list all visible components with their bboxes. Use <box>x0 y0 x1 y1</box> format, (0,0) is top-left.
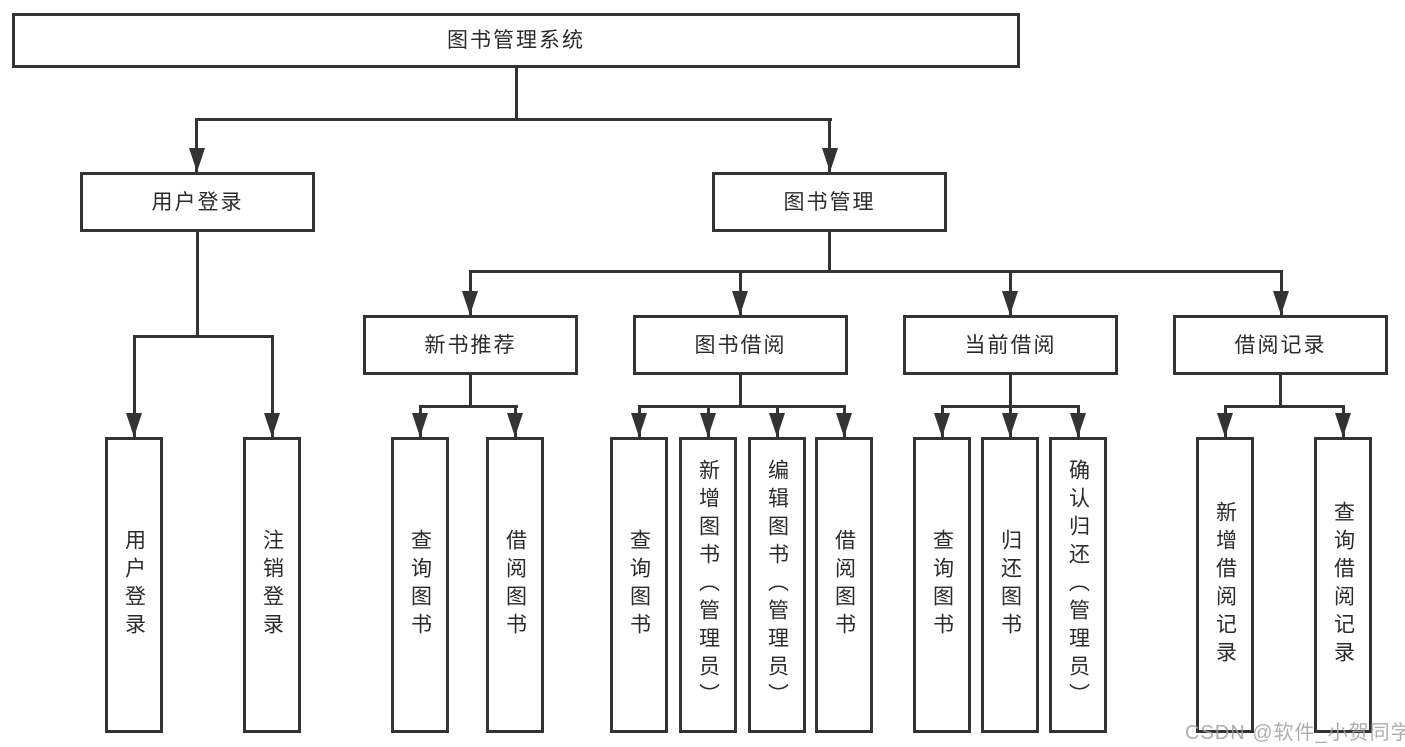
node-book-management: 图书管理 <box>712 172 947 232</box>
arrow-down-icon <box>1002 413 1018 437</box>
node-user-login: 用户登录 <box>80 172 315 232</box>
connector-vline <box>515 68 518 118</box>
arrow-down-icon <box>1070 413 1086 437</box>
leaf-query-borrowing-record: 查询借阅记录 <box>1314 437 1372 733</box>
arrow-down-icon <box>462 291 478 315</box>
leaf-borrow-books: 借阅图书 <box>815 437 873 733</box>
arrow-down-icon <box>934 413 950 437</box>
node-current-borrowing: 当前借阅 <box>903 315 1118 375</box>
connector-vline <box>133 335 136 437</box>
leaf-confirm-return-admin: 确认归还（管理员） <box>1049 437 1107 733</box>
connector-vline <box>1279 375 1282 405</box>
arrow-down-icon <box>631 413 647 437</box>
node-library-management-system: 图书管理系统 <box>12 13 1020 68</box>
leaf-recommend-query-books: 查询图书 <box>391 437 449 733</box>
arrow-down-icon <box>189 148 205 172</box>
leaf-add-borrowing-record: 新增借阅记录 <box>1196 437 1254 733</box>
connector-hline <box>638 405 846 408</box>
node-new-book-recommendation: 新书推荐 <box>363 315 578 375</box>
arrow-down-icon <box>1273 291 1289 315</box>
leaf-recommend-borrow-books: 借阅图书 <box>486 437 544 733</box>
connector-hline <box>419 405 518 408</box>
arrow-down-icon <box>1335 413 1351 437</box>
leaf-user-login: 用户登录 <box>105 437 163 733</box>
node-book-borrowing: 图书借阅 <box>633 315 848 375</box>
arrow-down-icon <box>700 413 716 437</box>
connector-hline <box>1224 405 1345 408</box>
leaf-logout: 注销登录 <box>243 437 301 733</box>
connector-vline <box>271 335 274 437</box>
leaf-current-query-books: 查询图书 <box>913 437 971 733</box>
arrow-down-icon <box>264 413 280 437</box>
arrow-down-icon <box>769 413 785 437</box>
connector-vline <box>739 375 742 405</box>
connector-vline <box>195 118 198 172</box>
leaf-return-books: 归还图书 <box>981 437 1039 733</box>
arrow-down-icon <box>126 413 142 437</box>
arrow-down-icon <box>822 148 838 172</box>
connector-vline <box>469 375 472 405</box>
connector-vline <box>828 118 831 172</box>
arrow-down-icon <box>732 291 748 315</box>
leaf-edit-books-admin: 编辑图书（管理员） <box>748 437 806 733</box>
arrow-down-icon <box>412 413 428 437</box>
leaf-borrow-query-books: 查询图书 <box>610 437 668 733</box>
connector-hline <box>133 335 274 338</box>
csdn-watermark: CSDN @软件_小贺同学 <box>1185 722 1405 744</box>
arrow-down-icon <box>1002 291 1018 315</box>
connector-hline <box>195 118 832 121</box>
node-borrowing-records: 借阅记录 <box>1173 315 1388 375</box>
arrow-down-icon <box>507 413 523 437</box>
connector-vline <box>1009 375 1012 405</box>
arrow-down-icon <box>836 413 852 437</box>
leaf-add-books-admin: 新增图书（管理员） <box>679 437 737 733</box>
connector-hline <box>469 270 1283 273</box>
arrow-down-icon <box>1217 413 1233 437</box>
connector-vline <box>196 232 199 335</box>
connector-vline <box>828 232 831 270</box>
